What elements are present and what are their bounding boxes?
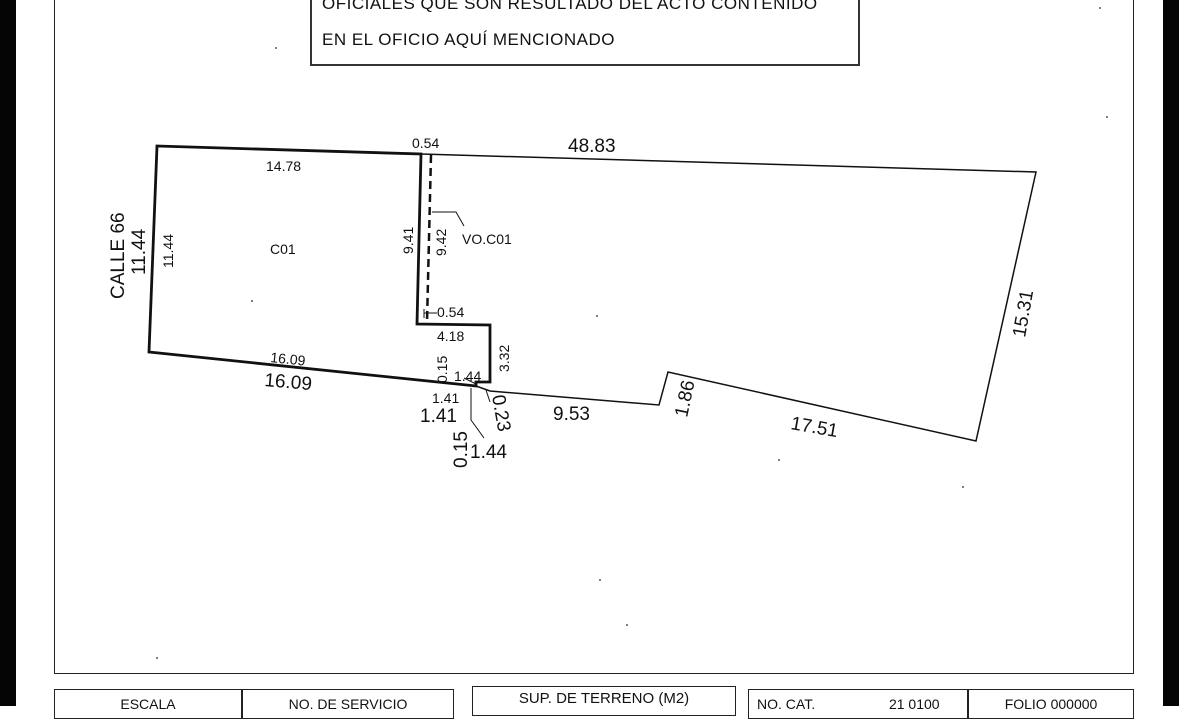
scan-speck (626, 624, 628, 626)
drawing-frame (54, 0, 1134, 674)
scan-speck (596, 315, 598, 317)
dim-top-left: 14.78 (266, 158, 301, 174)
scan-speck (275, 47, 277, 49)
street-name: CALLE 66 (108, 212, 129, 299)
dim-outer-141: 1.41 (420, 406, 457, 427)
scan-speck (599, 579, 601, 581)
table-land-area-label: SUP. DE TERRENO (M2) (518, 690, 690, 707)
dim-outer-144: 1.44 (470, 442, 507, 463)
lot-outline (420, 153, 1037, 442)
table-cat-value: 21 0100 (888, 696, 940, 712)
dim-bottom-outer: 16.09 (264, 370, 313, 395)
dim-outer-015: 0.15 (451, 431, 472, 468)
dim-notch-height: 3.32 (496, 345, 512, 372)
table-scale: ESCALA (54, 689, 242, 719)
street-frontage: 11.44 (129, 228, 150, 275)
dim-bottom-953: 9.53 (553, 404, 590, 425)
vo-c01-dashed-line (425, 154, 433, 323)
dim-left-inner: 11.44 (160, 234, 176, 268)
dim-bottom-inner: 16.09 (270, 349, 307, 369)
dim-step-144: 1.44 (454, 368, 481, 384)
label-c01: C01 (270, 241, 296, 257)
notice-line-1: OFICIALES QUE SON RESULTADO DEL ACTO CON… (322, 0, 818, 13)
table-service-label: NO. DE SERVICIO (288, 696, 408, 712)
scan-speck (1099, 7, 1101, 9)
dim-top-small: 0.54 (412, 135, 439, 151)
table-folio: FOLIO 000000 (968, 689, 1134, 719)
dim-wall-b: 9.42 (433, 229, 449, 256)
scan-speck (1106, 116, 1108, 118)
parcel-c01-outline (147, 144, 492, 388)
scan-speck (156, 657, 158, 659)
label-vo-c01: VO.C01 (462, 231, 512, 247)
official-notice-box: OFICIALES QUE SON RESULTADO DEL ACTO CON… (310, 0, 860, 66)
table-service-no: NO. DE SERVICIO (242, 689, 454, 719)
dim-notch-width: 4.18 (437, 328, 464, 344)
dim-bottom-1751: 17.51 (789, 413, 839, 442)
table-scale-label: ESCALA (120, 696, 176, 712)
table-cat-no: NO. CAT. 21 0100 (748, 689, 968, 719)
table-cat-label: NO. CAT. (757, 696, 816, 712)
dim-jog-186: 1.86 (671, 378, 699, 419)
scan-speck (251, 300, 253, 302)
table-folio-label: FOLIO 000000 (1004, 696, 1098, 712)
dim-top-right: 48.83 (568, 136, 616, 157)
dim-notch-small: 0.54 (437, 304, 464, 320)
dim-step-141: 1.41 (432, 390, 459, 406)
dim-outer-023: 0.23 (487, 393, 514, 433)
vo-leader-line (432, 211, 465, 227)
dim-step-015: 0.15 (434, 356, 450, 383)
table-land-area: SUP. DE TERRENO (M2) (472, 686, 736, 716)
step-leader-line (463, 377, 477, 385)
notice-line-2: EN EL OFICIO AQUÍ MENCIONADO (322, 30, 615, 49)
dim-right-1531: 15.31 (1009, 288, 1038, 338)
scan-edge-right (1163, 0, 1179, 706)
step-leader-line (485, 389, 491, 403)
scan-speck (962, 486, 964, 488)
step-leader-line (470, 388, 485, 439)
scan-edge-left (0, 0, 16, 706)
dim-wall-a: 9.41 (400, 227, 416, 254)
scan-speck (778, 459, 780, 461)
